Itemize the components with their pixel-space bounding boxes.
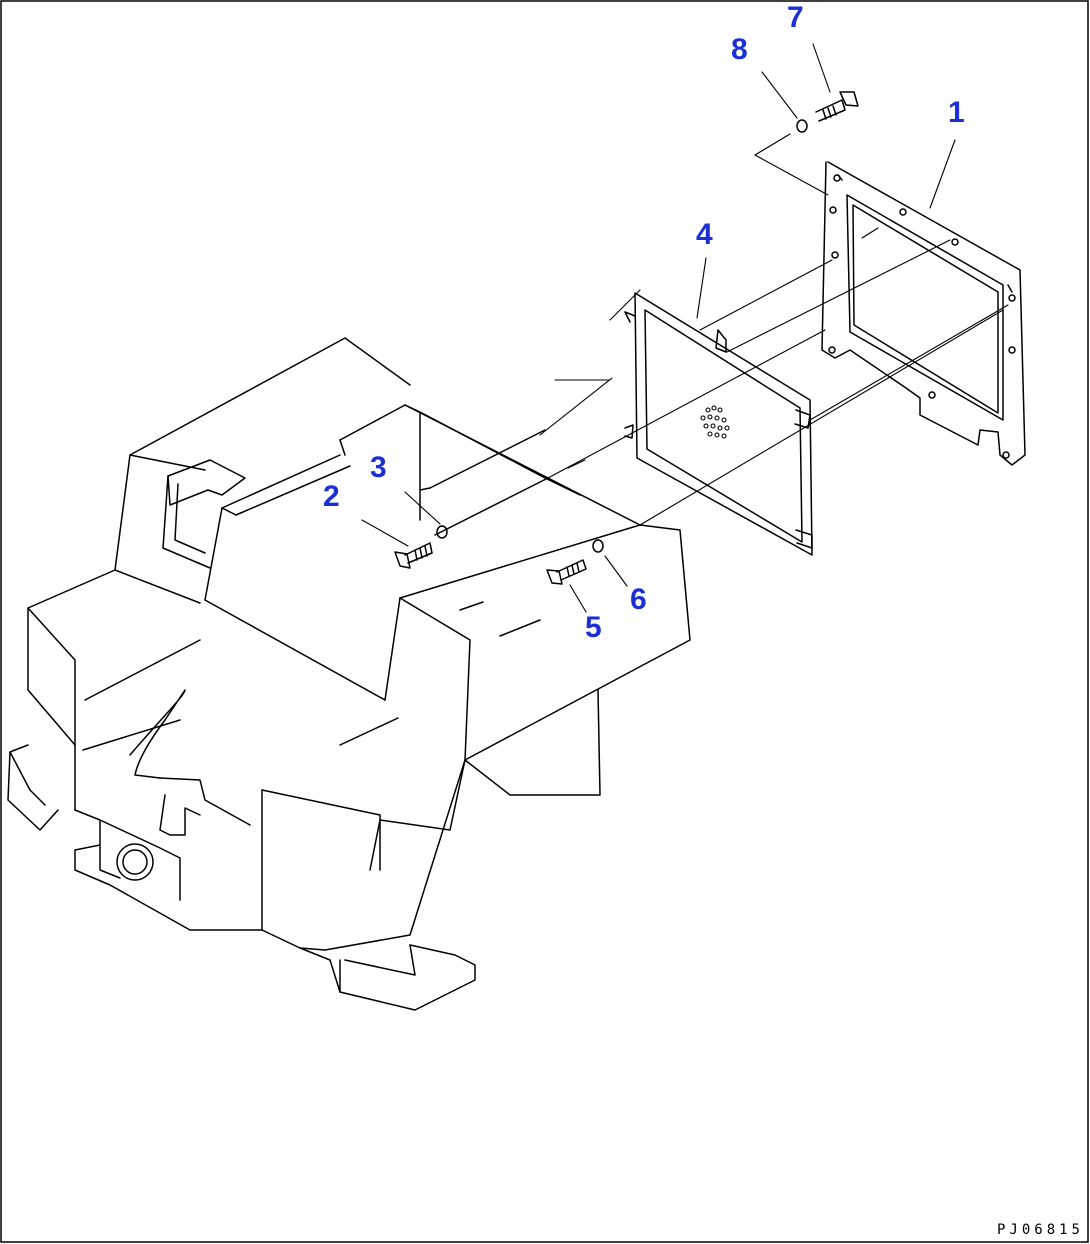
bolt-5 [546, 559, 587, 585]
callout-8: 8 [731, 33, 748, 66]
callout-2: 2 [323, 480, 340, 513]
washer-3 [436, 525, 448, 539]
callout-7: 7 [787, 1, 804, 34]
leader-lines [361, 43, 1009, 613]
washer-6 [592, 539, 604, 553]
part-1-cover [821, 161, 1026, 466]
bolt-2 [394, 542, 433, 569]
washer-8 [796, 119, 808, 133]
drawing-code: PJ06815 [996, 1222, 1084, 1238]
cab-body [7, 337, 691, 1011]
part-4-frame [624, 292, 813, 556]
bolt-7 [815, 91, 859, 122]
callout-3: 3 [370, 451, 387, 484]
callout-6: 6 [630, 583, 647, 616]
callout-5: 5 [585, 611, 602, 644]
callout-4: 4 [696, 218, 713, 251]
callout-1: 1 [948, 96, 965, 129]
frame-logo-dots [700, 405, 730, 439]
